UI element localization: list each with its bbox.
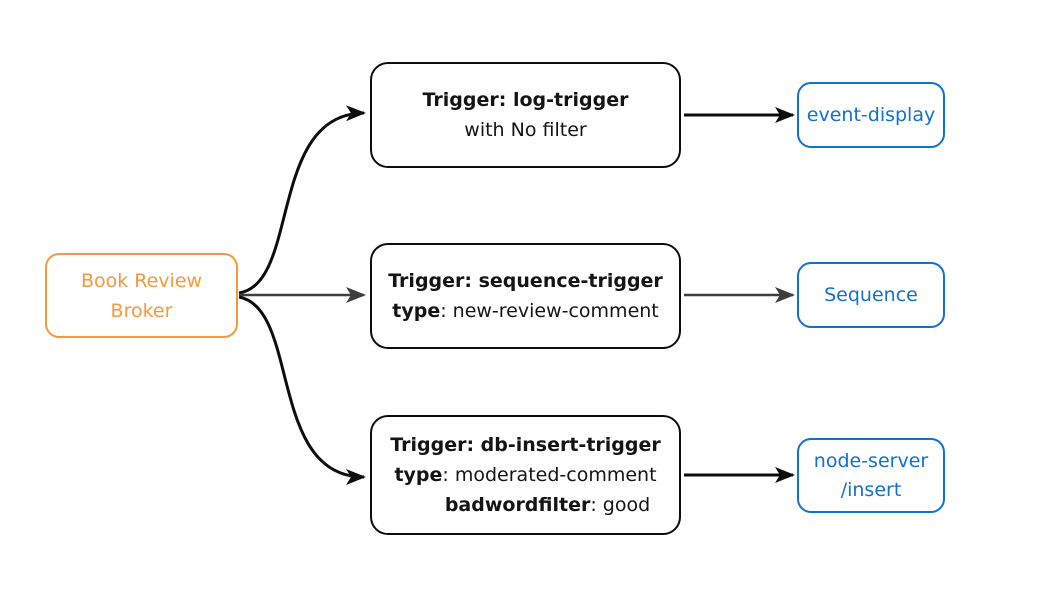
trigger-db-insert-type: type: moderated-comment (394, 464, 657, 486)
trigger-db-insert-title: Trigger: db-insert-trigger (390, 434, 661, 456)
node-sink-event-display: event-display (797, 82, 945, 148)
edge-broker-to-db-insert-trigger (238, 295, 366, 485)
sink-sequence-label: Sequence (824, 283, 918, 306)
sink-event-display-label: event-display (806, 103, 936, 126)
node-broker: Book Review Broker (45, 253, 238, 338)
trigger-log-title: Trigger: log-trigger (422, 89, 629, 111)
trigger-db-insert-badwordfilter: badwordfilter: good (444, 494, 651, 516)
trigger-log-filter: with No filter (464, 119, 587, 141)
trigger-sequence-title: Trigger: sequence-trigger (388, 270, 663, 292)
node-trigger-db-insert: Trigger: db-insert-trigger type: moderat… (370, 415, 681, 535)
node-trigger-log: Trigger: log-trigger with No filter (370, 62, 681, 168)
sink-node-server-line2: /insert (840, 478, 902, 501)
sink-node-server-line1: node-server (813, 449, 929, 472)
node-sink-sequence: Sequence (797, 262, 945, 328)
edge-broker-to-log-trigger (238, 105, 366, 295)
node-sink-node-server-insert: node-server /insert (797, 438, 945, 513)
trigger-sequence-filter: type: new-review-comment (392, 300, 659, 322)
broker-label-line2: Broker (110, 299, 173, 322)
broker-label-line1: Book Review (80, 269, 203, 292)
node-trigger-sequence: Trigger: sequence-trigger type: new-revi… (370, 243, 681, 349)
